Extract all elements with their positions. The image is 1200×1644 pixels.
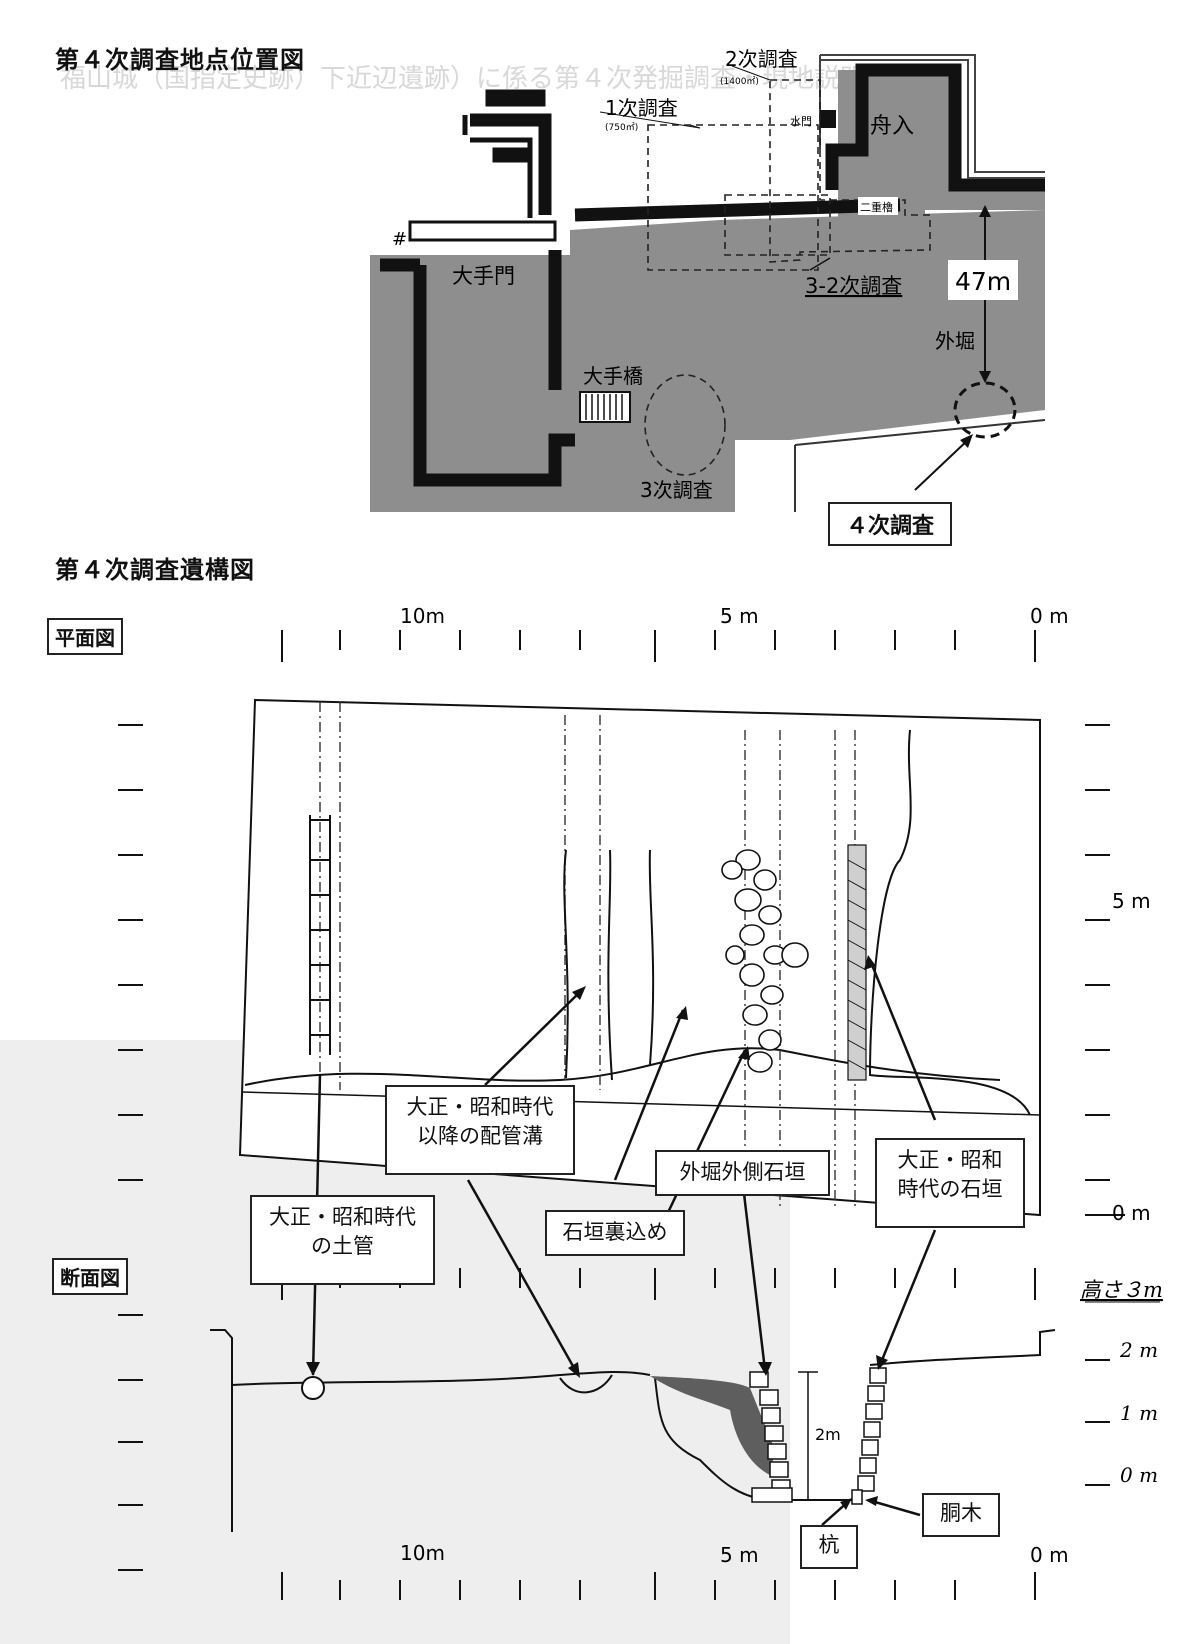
section-label: 断面図 [52, 1258, 128, 1295]
height-0m: 0 m [1120, 1463, 1158, 1487]
feature-map-title: 第４次調査遺構図 [55, 556, 255, 584]
castle-walls [380, 63, 1045, 487]
outer-wall-section [749, 1371, 793, 1503]
stone-wall-plan [721, 849, 809, 1073]
survey-2-outline [769, 79, 931, 263]
survey-3-2-outline [724, 194, 831, 256]
clay-pipe-label: 大正・昭和時代 の土管 [250, 1195, 435, 1285]
clay-pipe-section [301, 1376, 325, 1400]
plan-right-5m: 5 m [1112, 889, 1151, 913]
pipe-trench-line2: 以降の配管溝 [417, 1124, 543, 1149]
clay-pipe-line2: の土管 [311, 1234, 374, 1259]
stake-label: 杭 [800, 1525, 858, 1569]
plan-scale-10m: 10m [400, 604, 445, 628]
survey-2-area: (1400㎡) [720, 76, 759, 87]
backfill-label: 石垣裏込め [545, 1210, 685, 1256]
location-map: 2次調査 (1400㎡) 1次調査 (750㎡) 水門 舟入 二重櫓 # 大手門… [370, 47, 1046, 512]
distance-label: 47m [955, 267, 1011, 296]
depth-label: 2m [815, 1425, 841, 1444]
survey-1-area: (750㎡) [605, 122, 638, 133]
background-heading: 福山城（国指定史跡）下近辺遺跡）に係る第４次発掘調査・現地説明会 [60, 64, 893, 94]
water-gate-box [820, 110, 836, 128]
survey-3-outline [644, 374, 726, 476]
survey-2-label: 2次調査 [725, 47, 798, 71]
plan-scale-0m: 0 m [1030, 604, 1069, 628]
crossbeam-label: 胴木 [922, 1493, 1000, 1537]
section-scale-5m: 5 m [720, 1543, 759, 1567]
height-1m: 1 m [1120, 1401, 1158, 1425]
hash-mark: # [392, 229, 407, 250]
location-map-title: 第４次調査地点位置図 [55, 46, 305, 74]
section-scale-0m: 0 m [1030, 1543, 1069, 1567]
pipe-trench-line1: 大正・昭和時代 [406, 1095, 554, 1119]
backfill-shade [650, 1376, 775, 1475]
survey-3-label: 3次調査 [640, 478, 713, 502]
outer-wall-label: 外堀外側石垣 [655, 1150, 830, 1196]
nijuyagura-label: 二重櫓 [860, 200, 893, 214]
survey-4-circle [953, 381, 1017, 439]
plan-label: 平面図 [47, 618, 123, 655]
modern-wall-line1: 大正・昭和 [897, 1148, 1003, 1172]
moat-area [370, 210, 1045, 512]
water-gate-label: 水門 [790, 115, 812, 128]
clay-pipe-plan [309, 815, 331, 1055]
survey-1-label: 1次調査 [605, 96, 678, 120]
plan-scale-5m: 5 m [720, 604, 759, 628]
section-profile [210, 1329, 1056, 1532]
pipe-trench-label: 大正・昭和時代 以降の配管溝 [385, 1085, 575, 1175]
height-2m: 2 m [1119, 1338, 1158, 1362]
modern-wall-section [857, 1367, 887, 1492]
annotation-arrows [311, 959, 937, 1526]
survey-4-tag: ４次調査 [828, 502, 953, 546]
otemon-label: 大手門 [452, 264, 515, 288]
survey-1-outline [647, 124, 819, 271]
road [795, 420, 1045, 512]
modern-wall-label: 大正・昭和 時代の石垣 [875, 1138, 1025, 1228]
funairi-label: 舟入 [870, 114, 914, 139]
plan-right-0m: 0 m [1112, 1201, 1151, 1225]
section-scale-10m: 10m [400, 1541, 445, 1565]
clay-pipe-line1: 大正・昭和時代 [269, 1205, 416, 1229]
height-title: 高さ３m [1080, 1278, 1163, 1302]
outer-moat-label: 外堀 [935, 329, 975, 353]
survey-3-2-label: 3-2次調査 [805, 274, 902, 298]
otebashi-label: 大手橋 [583, 364, 643, 388]
modern-wall-line2: 時代の石垣 [897, 1177, 1003, 1202]
